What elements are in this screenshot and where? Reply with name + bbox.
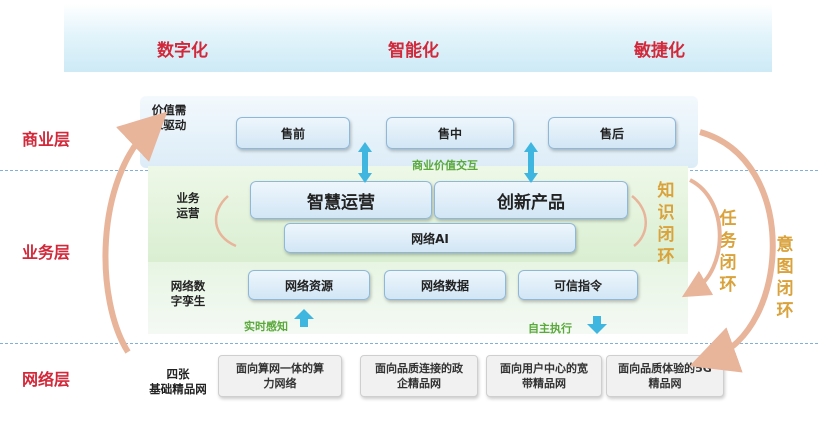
four-networks-label: 四张 基础精品网	[149, 367, 207, 396]
box-smart-operations: 智慧运营	[250, 181, 432, 219]
layer-service: 业务层	[22, 243, 71, 262]
separator-service-network	[0, 343, 818, 344]
box-innovative-products: 创新产品	[434, 181, 628, 219]
network-box-enterprise: 面向品质连接的政企精品网	[360, 355, 478, 397]
intent-loop-arc	[689, 129, 776, 373]
ops-label: 业务 运营	[176, 191, 200, 220]
header-agile: 敏捷化	[634, 41, 685, 61]
header-digital: 数字化	[157, 41, 208, 61]
layer-network: 网络层	[22, 370, 71, 389]
cyan-arrow-right	[524, 142, 538, 183]
header-band	[64, 4, 772, 72]
box-presales: 售前	[236, 117, 350, 149]
realtime-perception-label: 实时感知	[244, 320, 288, 333]
ops-left-arc	[214, 195, 237, 248]
header-intelligent: 智能化	[388, 41, 439, 61]
left-upward-arc	[102, 111, 168, 354]
knowledge-loop-label: 知识 闭环	[657, 181, 675, 267]
box-insales: 售中	[386, 117, 514, 149]
box-network-ai: 网络AI	[284, 223, 576, 253]
interaction-label: 商业价值交互	[412, 159, 478, 172]
cyan-arrow-left	[358, 142, 372, 183]
intent-loop-label: 意图 闭环	[776, 235, 794, 321]
network-box-compute: 面向算网一体的算力网络	[218, 355, 342, 397]
task-loop-label: 任务 闭环	[719, 209, 737, 295]
box-network-data: 网络数据	[384, 270, 506, 300]
box-trusted-commands: 可信指令	[518, 270, 638, 300]
autonomous-execution-label: 自主执行	[528, 322, 572, 335]
up-arrow-icon	[294, 309, 314, 327]
box-aftersales: 售后	[548, 117, 676, 149]
task-loop-arc	[681, 178, 722, 298]
twin-label: 网络数 字孪生	[170, 279, 206, 308]
knowledge-loop-arc	[631, 195, 647, 247]
box-network-resources: 网络资源	[248, 270, 370, 300]
layer-business: 商业层	[22, 130, 71, 149]
down-arrow-icon	[587, 316, 607, 334]
network-box-broadband: 面向用户中心的宽带精品网	[486, 355, 602, 397]
